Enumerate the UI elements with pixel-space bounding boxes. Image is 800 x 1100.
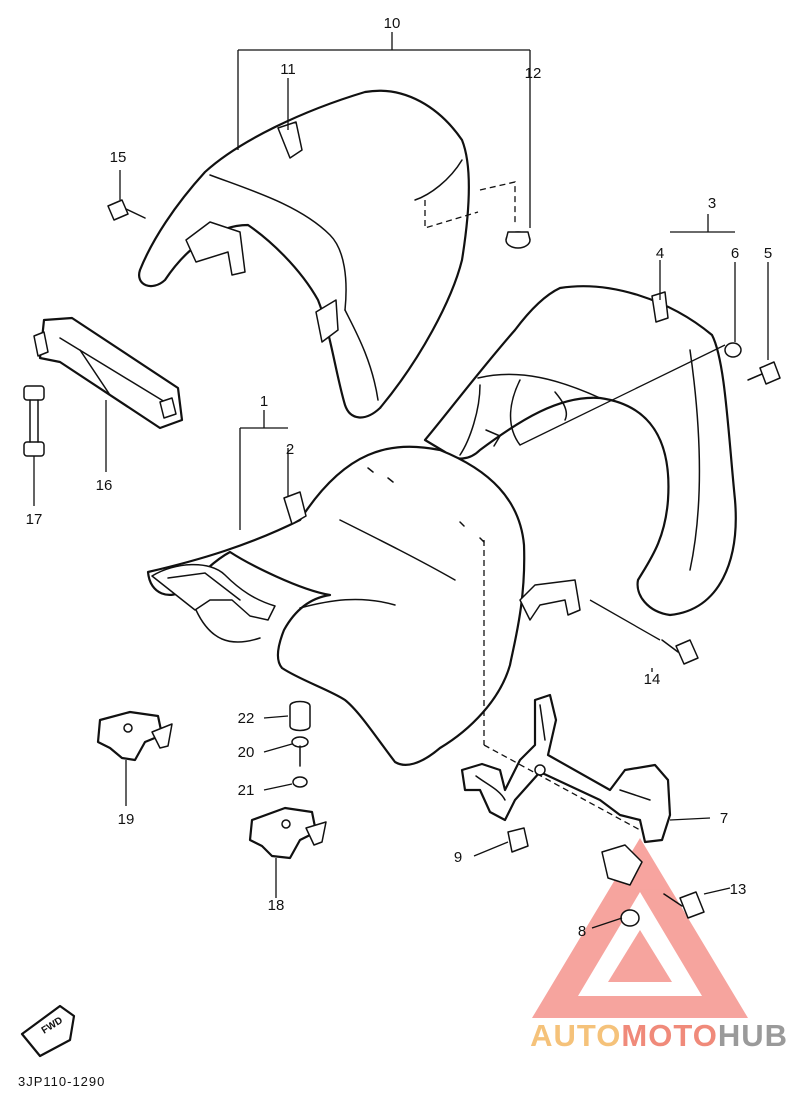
callout-14: 14 xyxy=(644,671,661,688)
callout-15: 15 xyxy=(110,149,127,166)
bracket-16 xyxy=(33,316,184,430)
callout-20: 20 xyxy=(238,744,255,761)
lock-bracket-7 xyxy=(460,693,672,844)
rear-seat-3 xyxy=(423,285,737,617)
callout-13: 13 xyxy=(730,881,747,898)
diagram-code: 3JP110-1290 xyxy=(18,1074,105,1089)
callout-9: 9 xyxy=(454,849,462,866)
callout-12: 12 xyxy=(525,65,542,82)
pin-20 xyxy=(291,736,309,767)
callout-10: 10 xyxy=(384,15,401,32)
callout-18: 18 xyxy=(268,897,285,914)
watermark-triangle-icon xyxy=(532,838,748,1018)
bolt-5 xyxy=(747,361,781,385)
watermark-part-moto: MOTO xyxy=(621,1018,717,1053)
leader-lines xyxy=(33,32,769,929)
callout-labels: 10 11 12 15 3 4 6 5 1 2 16 17 14 22 20 2… xyxy=(26,15,773,940)
callout-19: 19 xyxy=(118,811,135,828)
fwd-arrow-icon: FWD xyxy=(20,1004,76,1058)
bolt-15 xyxy=(107,199,146,221)
cap-22 xyxy=(289,700,311,732)
callout-7: 7 xyxy=(720,810,728,827)
callout-17: 17 xyxy=(26,511,43,528)
callout-11: 11 xyxy=(280,61,296,78)
bolt-14 xyxy=(589,599,699,665)
watermark-brand: AUTOMOTOHUB xyxy=(530,1018,788,1053)
main-seat-1 xyxy=(146,445,581,766)
callout-2: 2 xyxy=(286,441,294,458)
callout-22: 22 xyxy=(238,710,255,727)
watermark-logo xyxy=(532,838,748,1018)
callout-16: 16 xyxy=(96,477,113,494)
watermark-part-hub: HUB xyxy=(718,1018,788,1053)
bolt-13 xyxy=(663,891,705,919)
callout-8: 8 xyxy=(578,923,586,940)
helmet-hook-19 xyxy=(96,710,173,762)
callout-6: 6 xyxy=(731,245,739,262)
callout-4: 4 xyxy=(656,245,664,262)
strap-17 xyxy=(23,385,45,457)
damper-12 xyxy=(505,231,531,249)
callout-21: 21 xyxy=(238,782,255,799)
washer-21 xyxy=(292,776,308,788)
watermark-part-auto: AUTO xyxy=(530,1018,621,1053)
damper-9 xyxy=(507,827,529,853)
helmet-hook-18 xyxy=(248,806,327,860)
washer-6 xyxy=(724,342,742,358)
watermark-inner-triangle-icon xyxy=(608,930,672,982)
callout-1: 1 xyxy=(260,393,268,410)
passenger-seat-10 xyxy=(138,89,516,419)
callout-5: 5 xyxy=(764,245,772,262)
callout-3: 3 xyxy=(708,195,716,212)
